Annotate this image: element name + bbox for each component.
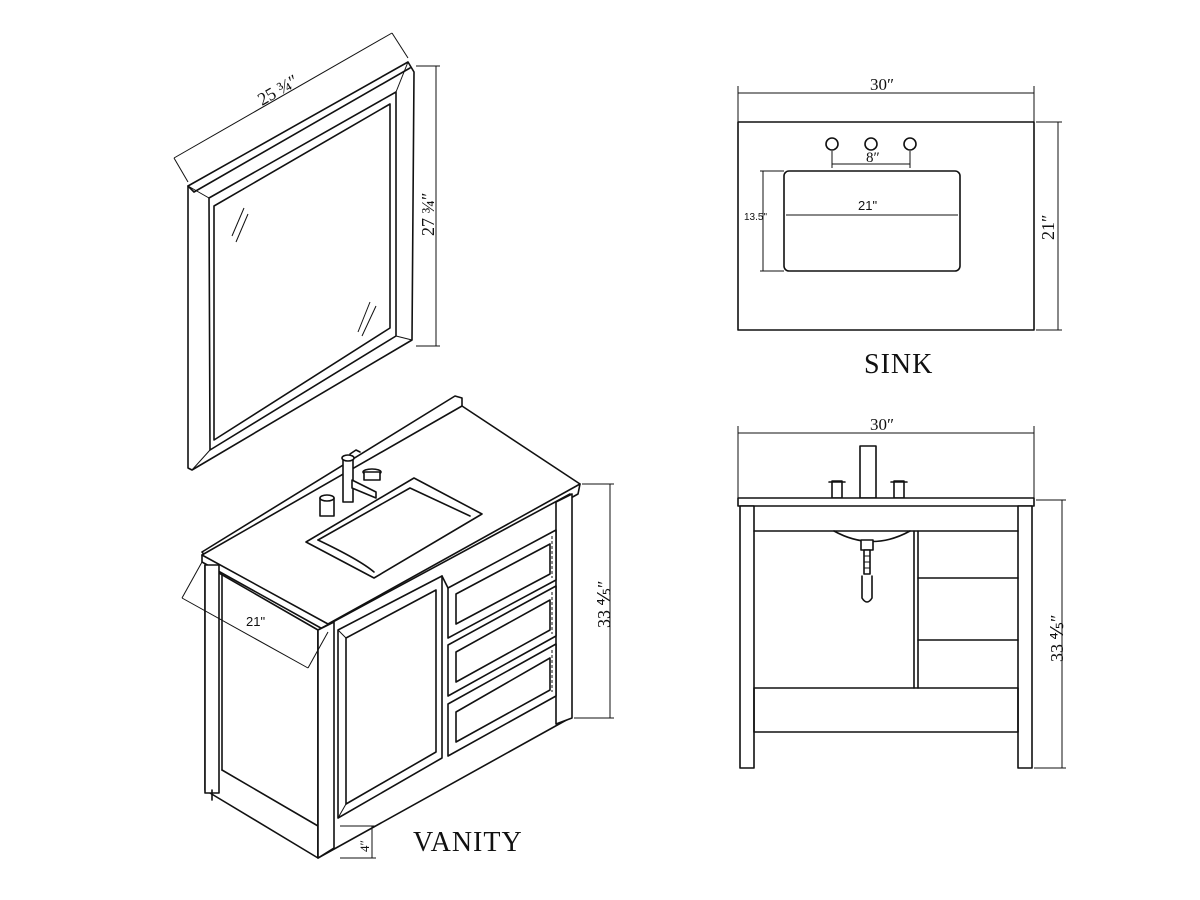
- sink-width-label: 30″: [870, 75, 894, 94]
- faucet-hole-center: [864, 137, 878, 151]
- vanity-front-view: 30″: [737, 415, 1067, 769]
- vanity-leg-front-left: [317, 621, 335, 859]
- vanity-door: [337, 575, 443, 819]
- sink-basin-outline: [783, 170, 961, 272]
- vanity-drawer-3: [447, 643, 557, 757]
- faucet-spread-label: 8″: [866, 150, 880, 166]
- vanity-depth-label: 21": [246, 614, 265, 629]
- vanity-depth-dimension: [181, 597, 309, 669]
- mirror-frame: [187, 61, 415, 471]
- vanity-height-label: 33 ⅘″: [594, 581, 614, 628]
- front-faucet-handle-right: [893, 480, 905, 499]
- basin-width-label: 21": [858, 198, 877, 213]
- faucet-hole-left: [825, 137, 839, 151]
- front-drain-pipe: [860, 539, 874, 603]
- front-faucet-handle-left: [831, 480, 843, 499]
- basin-depth-label: 13.5": [744, 212, 767, 223]
- front-height-label: 33 ⅘″: [1047, 615, 1067, 662]
- vanity-title: VANITY: [413, 827, 523, 858]
- vanity-drawer-1: [447, 529, 557, 639]
- vanity-drawing: 21" 33 ⅘″ 4″ VANITY: [181, 395, 614, 859]
- front-bottom-rail: [753, 687, 1019, 733]
- mirror-height-label: 27 ¾″: [418, 193, 438, 237]
- mirror-glass: [213, 103, 391, 441]
- vanity-leg-back-left: [204, 564, 220, 794]
- vanity-leg-label: 4″: [357, 840, 372, 852]
- vanity-leg-front-right: [555, 493, 573, 725]
- vanity-sink-basin: [305, 477, 483, 579]
- vanity-drawer-2: [447, 585, 557, 697]
- sink-title: SINK: [864, 349, 933, 380]
- faucet-hole-right: [903, 137, 917, 151]
- front-leg-left: [739, 505, 755, 769]
- vanity-faucet: [319, 449, 382, 517]
- front-faucet-spout: [859, 445, 877, 499]
- mirror-width-label: 25 ¾″: [254, 70, 302, 109]
- mirror-drawing: 25 ¾″ 27 ¾″: [173, 32, 440, 471]
- sink-depth-label: 21″: [1038, 215, 1058, 241]
- mirror-width-dimension: [173, 32, 393, 159]
- sink-top-view: 30″ 8″ 21" 13.5" 21″ SINK: [737, 75, 1062, 380]
- front-leg-right: [1017, 505, 1033, 769]
- front-width-label: 30″: [870, 415, 894, 434]
- front-countertop: [737, 497, 1035, 507]
- sink-counter-outline: [737, 121, 1035, 331]
